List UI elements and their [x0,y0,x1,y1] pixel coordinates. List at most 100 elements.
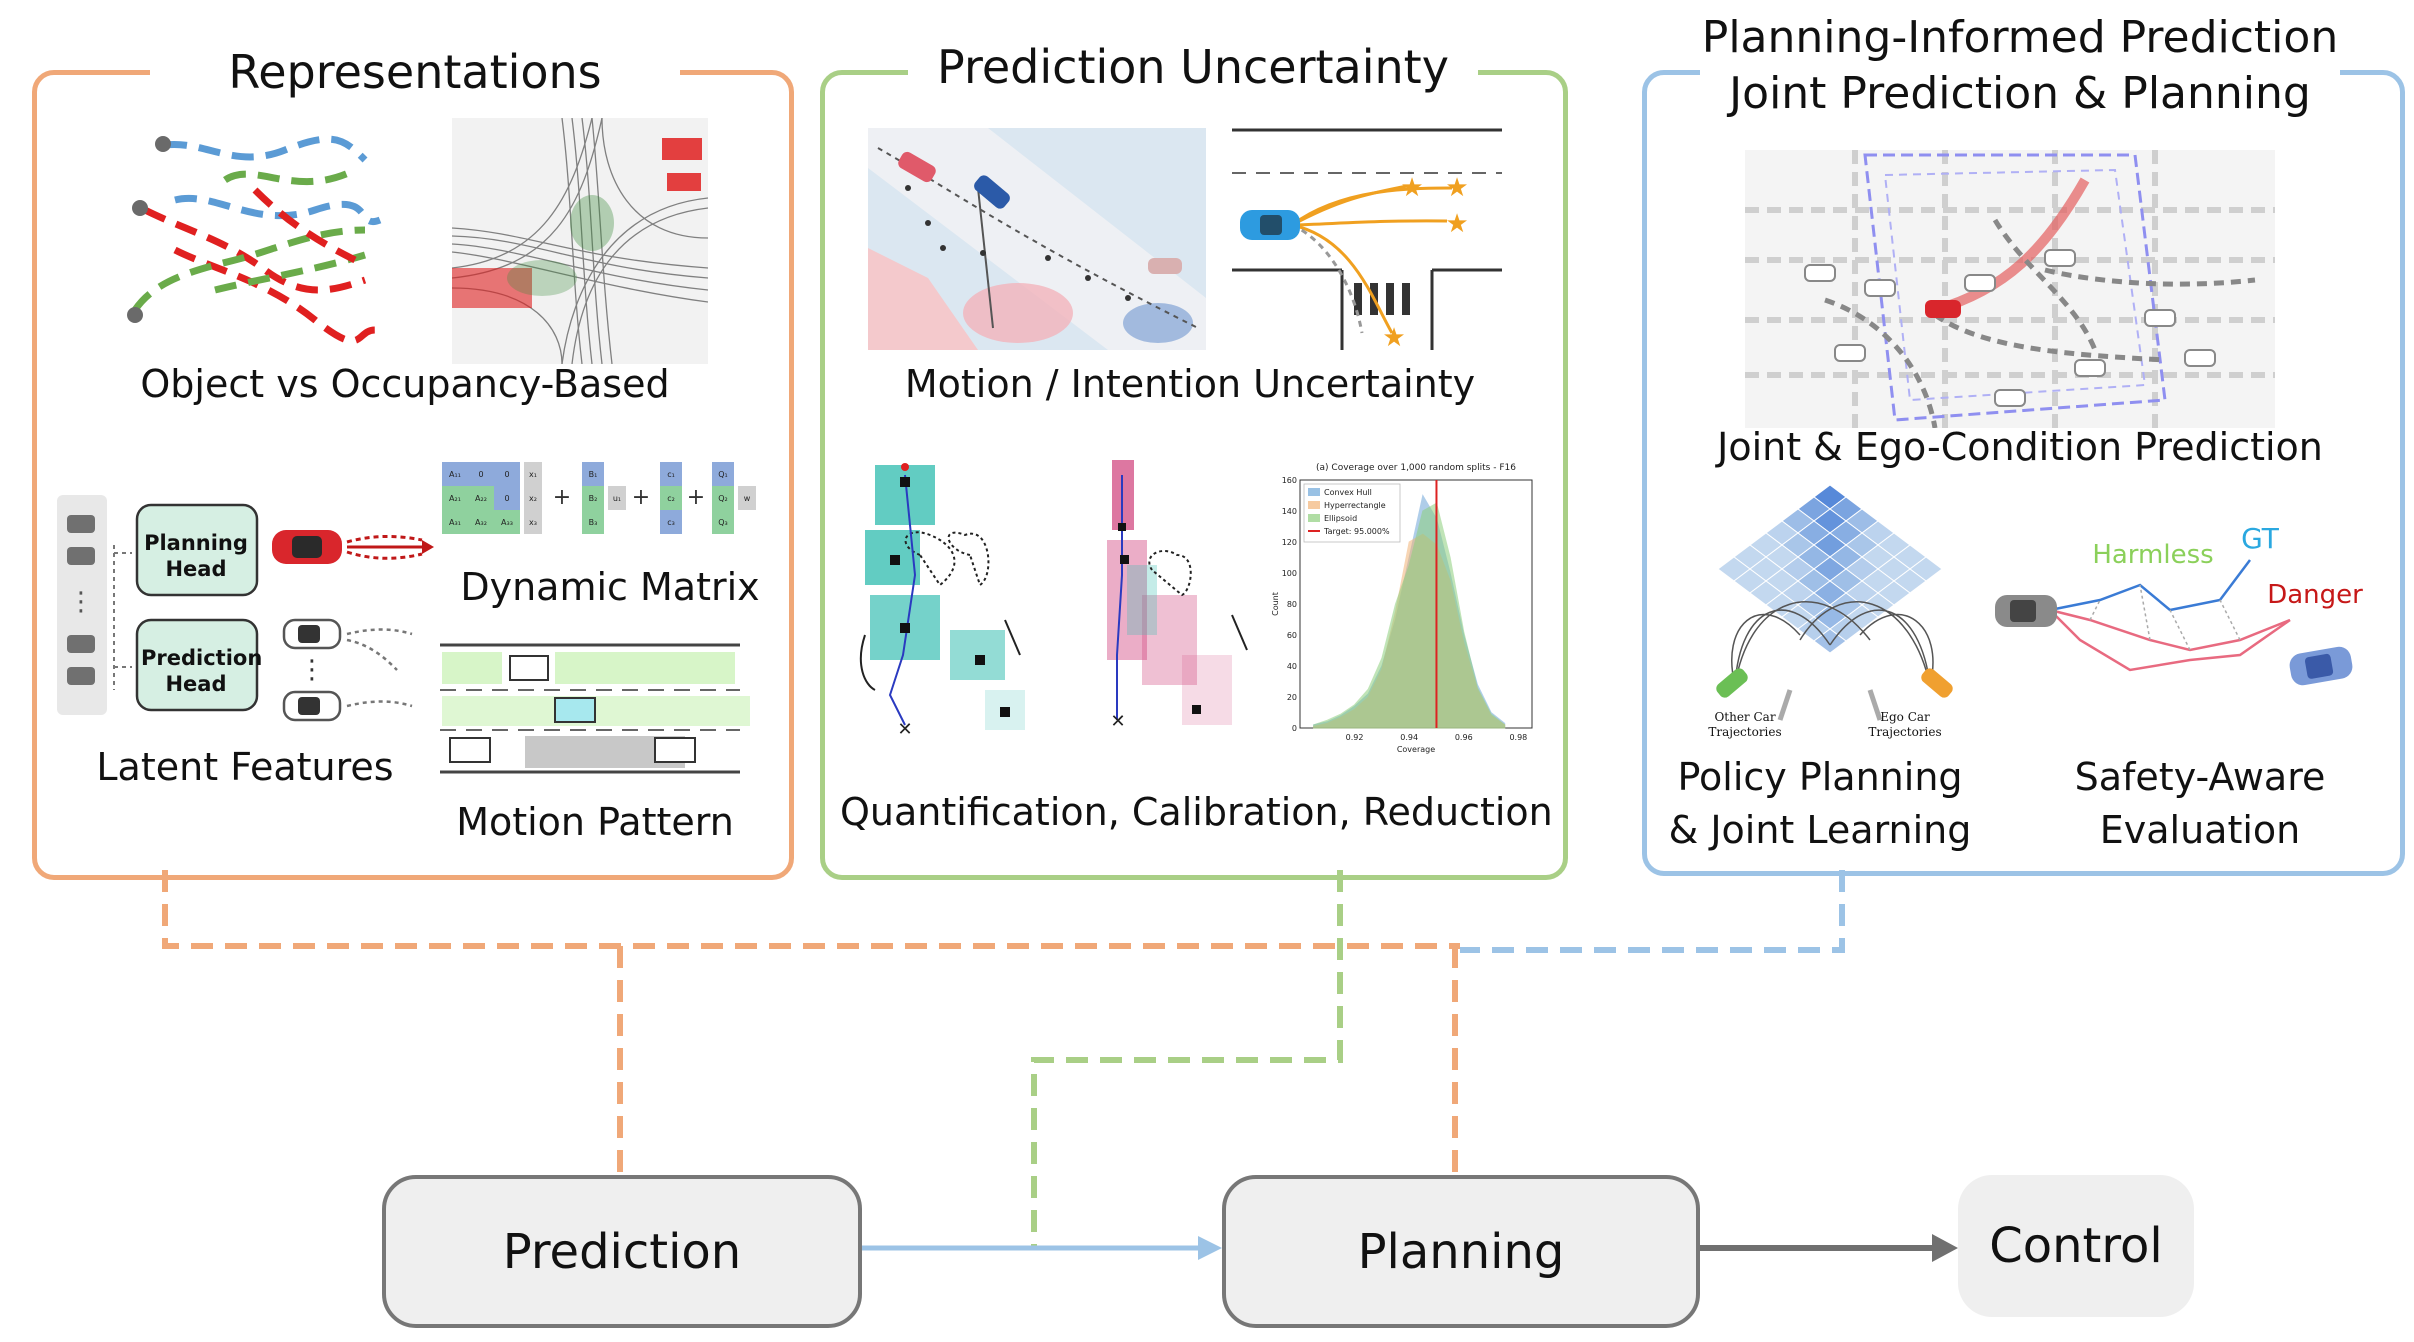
vector-b-cell: B₂ [589,494,598,503]
matrix-a-cell: A₁₁ [449,470,461,479]
vector-x-cell: x₂ [529,494,537,503]
y-tick-label: 20 [1287,693,1297,702]
y-tick-label: 80 [1287,600,1297,609]
vector-c-cell: c₃ [667,518,675,527]
gt-label: GT [2241,522,2279,555]
svg-text:+: + [687,485,705,510]
y-tick-label: 40 [1287,662,1297,671]
planning-head-label: Planning Head [144,531,248,581]
matrix-a-cell: A₃₂ [475,518,487,527]
safety-line1: Safety-Aware [2074,755,2326,799]
matrix-a-cell: 0 [504,470,509,479]
prediction-label: Prediction [502,1223,742,1280]
x-axis-label: Coverage [1397,745,1435,754]
hist-series [1313,502,1506,729]
occupancy-based-figure [452,118,708,364]
x-tick-label: 0.92 [1346,733,1364,742]
matrix-a-cell: 0 [504,494,509,503]
vector-c-cell: c₂ [667,494,675,503]
uncertainty-title: Prediction Uncertainty [908,40,1478,94]
planning-box[interactable]: Planning [1222,1175,1700,1328]
legend-swatch [1308,488,1320,496]
control-label: Control [1989,1218,2163,1274]
vector-c-cell: c₁ [667,470,675,479]
svg-text:★: ★ [1445,209,1468,239]
vector-b-cell: B₃ [589,518,598,527]
coverage-histogram: (a) Coverage over 1,000 random splits - … [1271,463,1533,754]
object-based-figure [127,135,382,345]
policy-planning-figure [1716,484,1953,721]
joint-ego-label: Joint & Ego-Condition Prediction [1717,425,2323,469]
joint-prediction-figure [1745,150,2275,428]
svg-text:+: + [553,485,571,510]
object-occupancy-label: Object vs Occupancy-Based [140,362,670,406]
quantification-label: Quantification, Calibration, Reduction [840,790,1553,834]
y-axis-label: Count [1271,592,1280,616]
y-tick-label: 120 [1282,538,1297,547]
x-tick-label: 0.98 [1509,733,1527,742]
legend-entry: Hyperrectangle [1324,501,1386,510]
motion-pattern-figure [440,643,750,774]
chart-title: (a) Coverage over 1,000 random splits - … [1316,463,1516,473]
vector-q-cell: Q₂ [718,494,728,503]
safety-line2: Evaluation [2099,808,2301,852]
svg-text:+: + [632,485,650,510]
matrix-a-cell: A₃₃ [501,518,513,527]
prediction-head-label: Prediction Head [141,646,263,696]
y-tick-label: 140 [1282,507,1297,516]
y-tick-label: 60 [1287,631,1297,640]
matrix-a-cell: A₂₂ [475,494,487,503]
svg-text:✕: ✕ [897,719,912,740]
policy-line2: & Joint Learning [1668,808,1972,852]
vector-x-cell: x₃ [529,518,537,527]
vector-q-cell: Q₁ [718,470,728,479]
quantification-grid-figure-b: ✕ [1107,460,1248,732]
svg-text:★: ★ [1445,173,1468,203]
matrix-a-cell: A₂₁ [449,494,461,503]
x-tick-label: 0.96 [1455,733,1473,742]
vector-q-cell: Q₃ [718,518,728,527]
dynamic-matrix-label: Dynamic Matrix [460,565,760,609]
harmless-label: Harmless [2092,540,2214,570]
u-cell: u₁ [613,494,621,503]
svg-text:★: ★ [1382,323,1405,350]
planning-label: Planning [1357,1223,1565,1280]
vector-x-cell: x₁ [529,470,537,479]
policy-line1: Policy Planning [1677,755,1963,799]
motion-uncertainty-figure [868,128,1206,350]
safety-aware-figure [1995,559,2353,686]
legend-entry: Target: 95.000% [1323,527,1390,536]
legend-swatch [1308,501,1320,509]
matrix-a-cell: 0 [478,470,483,479]
intention-uncertainty-figure: ★ ★ ★ ★ [1232,128,1502,350]
svg-text:⋮: ⋮ [68,587,94,617]
latent-features-label: Latent Features [96,745,394,789]
danger-label: Danger [2267,580,2363,610]
svg-text:⋮: ⋮ [299,655,325,685]
svg-text:✕: ✕ [1110,711,1125,732]
prediction-box[interactable]: Prediction [382,1175,862,1328]
vector-b-cell: B₁ [589,470,598,479]
joint-title-line2: Joint Prediction & Planning [1700,68,2340,119]
legend-entry: Convex Hull [1324,488,1372,497]
y-tick-label: 160 [1282,476,1297,485]
joint-title-line1: Planning-Informed Prediction [1700,12,2340,63]
svg-text:★: ★ [1400,173,1423,203]
legend-swatch [1308,514,1320,522]
control-box[interactable]: Control [1958,1175,2194,1317]
latent-features-figure: ⋮ [57,495,259,715]
x-tick-label: 0.94 [1400,733,1418,742]
y-tick-label: 100 [1282,569,1297,578]
quantification-grid-figure-a: ✕ [859,463,1025,740]
representations-title: Representations [150,45,680,99]
legend-entry: Ellipsoid [1324,514,1357,523]
motion-pattern-label: Motion Pattern [456,800,734,844]
other-car-label: Other Car Trajectories [1708,710,1782,739]
matrix-a-cell: A₃₁ [449,518,461,527]
w-cell: w [744,494,751,503]
ego-car-label: Ego Car Trajectories [1868,710,1942,739]
motion-intention-label: Motion / Intention Uncertainty [904,362,1476,406]
latent-cars-figure: ⋮ [272,530,434,722]
